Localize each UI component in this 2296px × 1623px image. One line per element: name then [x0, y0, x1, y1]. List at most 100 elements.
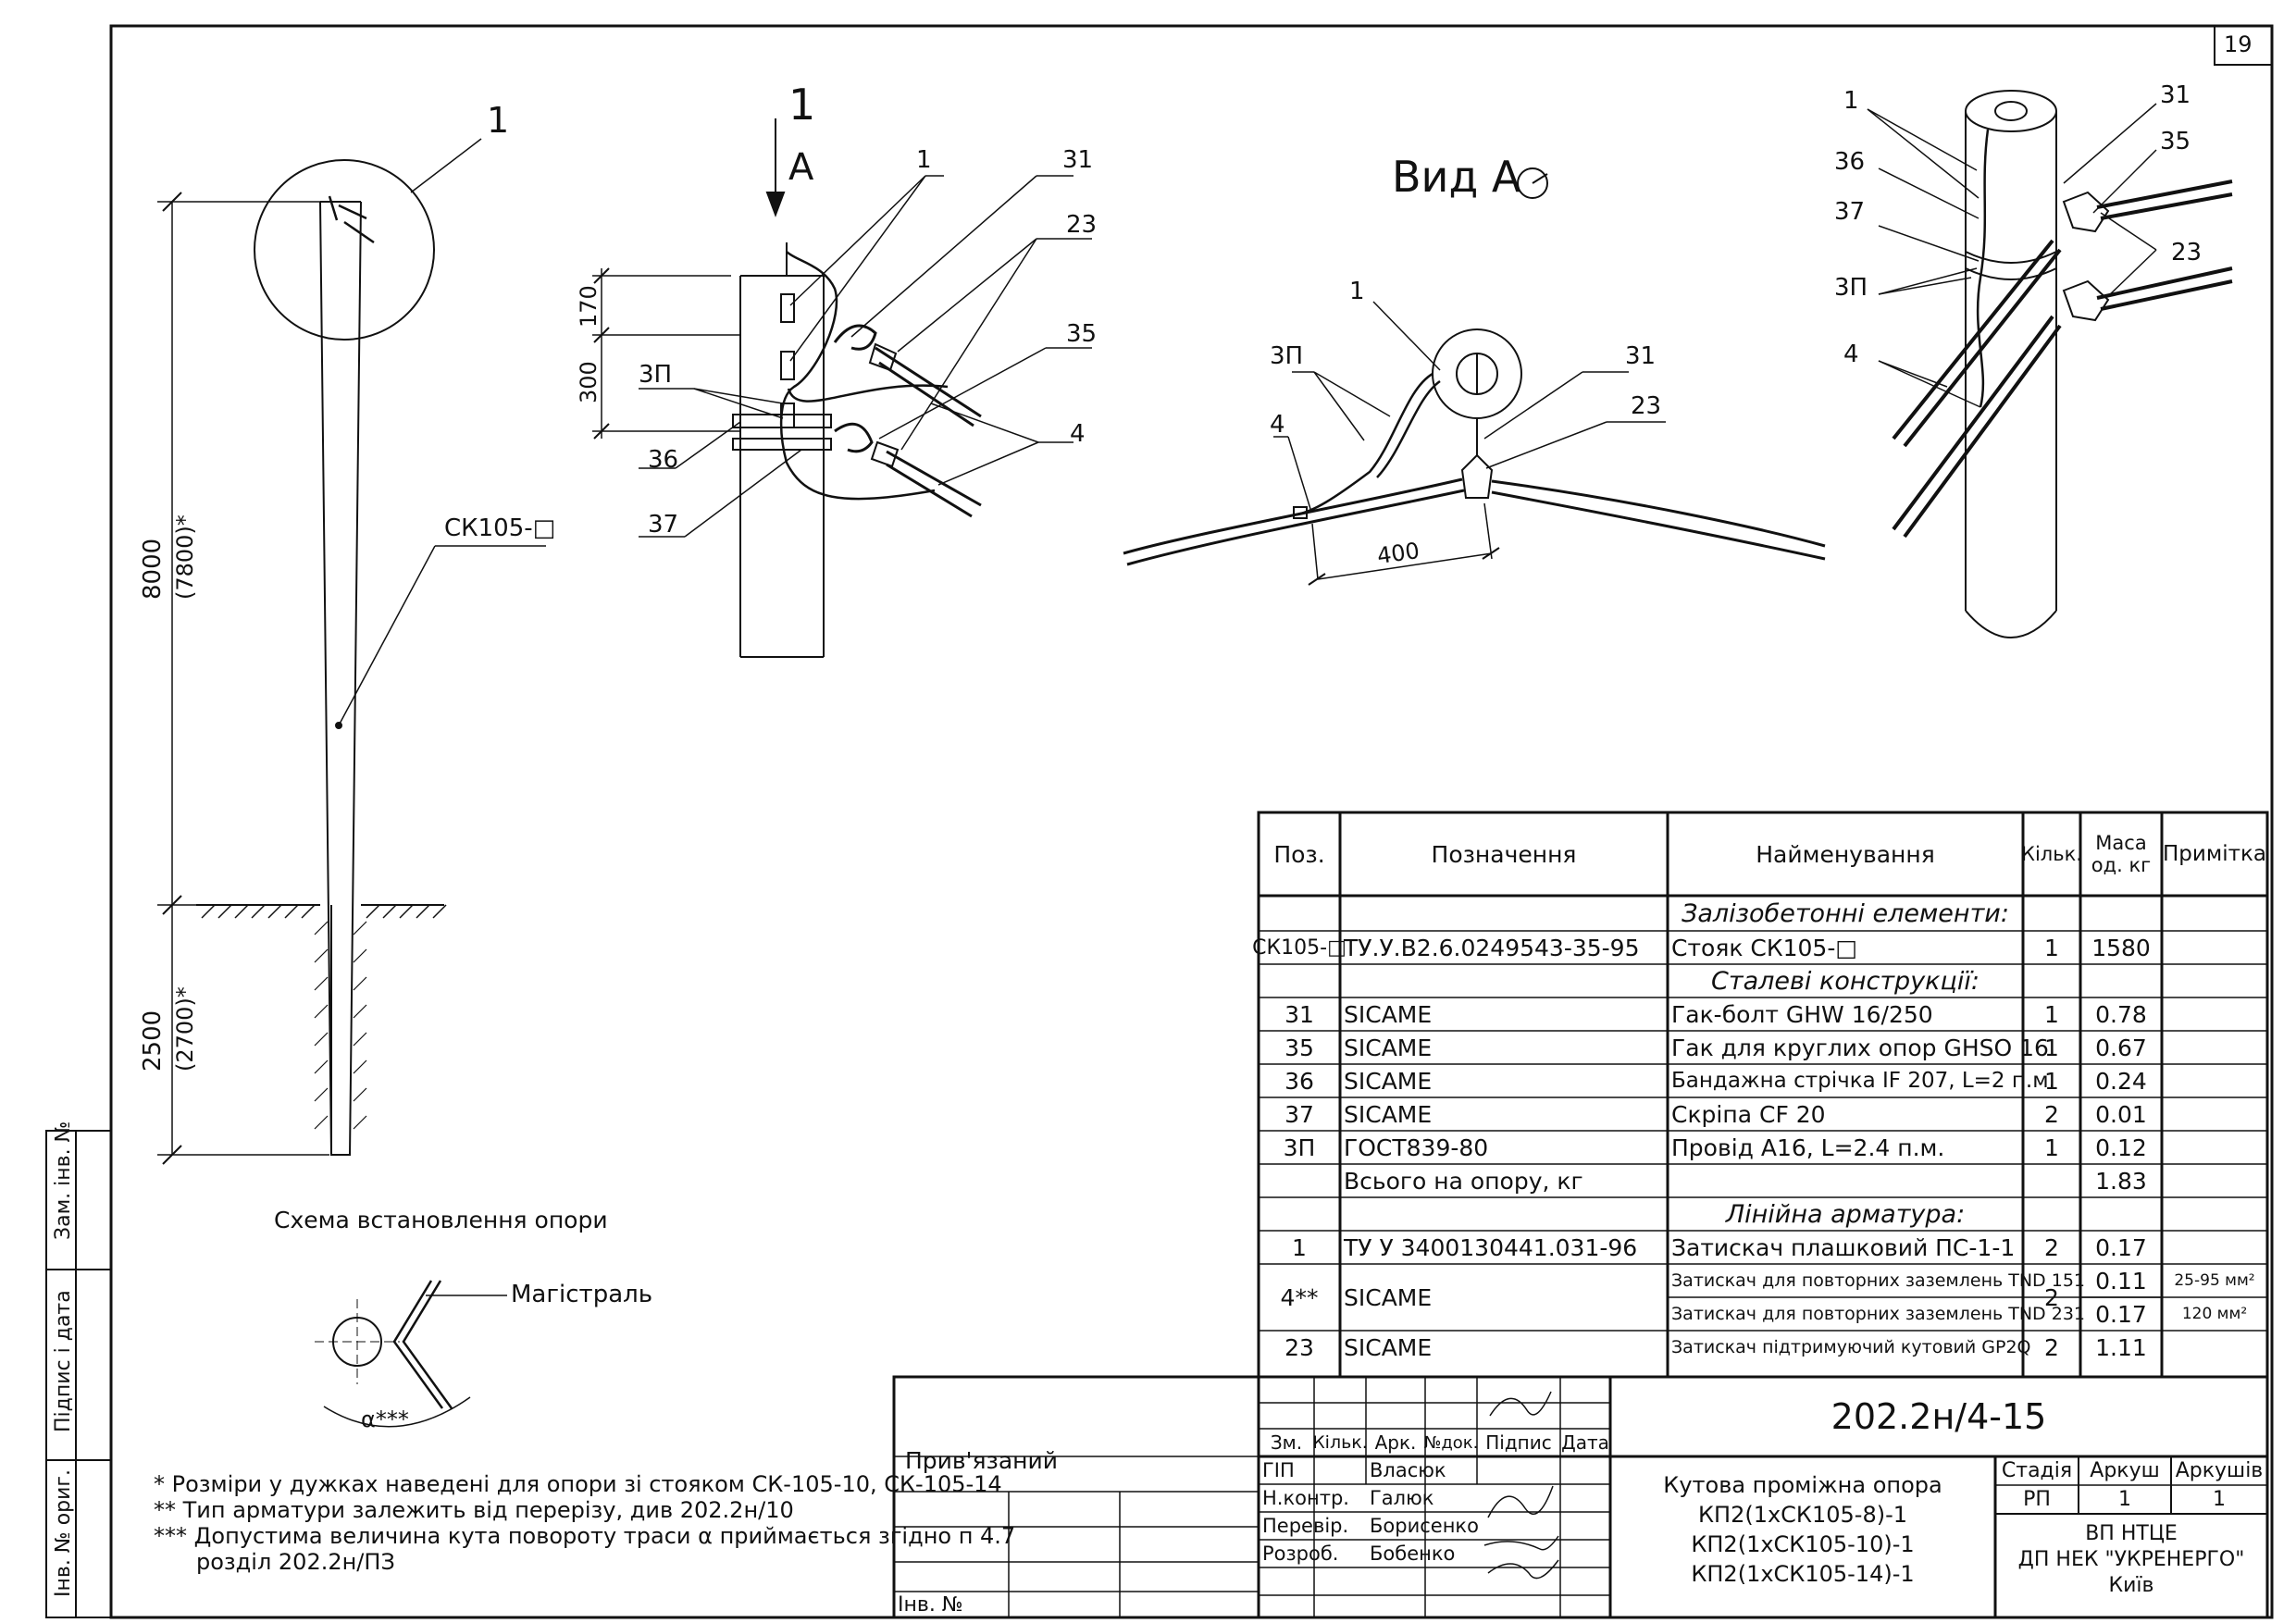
sheets-value: 1	[2213, 1488, 2226, 1511]
dim-8000: 8000	[139, 538, 167, 600]
table-cell-designation: ГОСТ839-80	[1344, 1134, 1489, 1161]
role-label: Н.контр.	[1262, 1487, 1349, 1509]
table-cell-designation: SICAME	[1344, 1283, 1433, 1311]
table-cell-pos: 37	[1285, 1100, 1314, 1128]
view-a-drawing	[1123, 167, 1826, 586]
rev-header-date: Дата	[1561, 1431, 1609, 1454]
table-cell-qty: 1	[2044, 1067, 2059, 1095]
dim-2700: (2700)*	[172, 986, 198, 1072]
table-header-qty: Кільк.	[2021, 843, 2082, 865]
table-header-designation: Позначення	[1431, 840, 1577, 868]
view-a-leader-23: 23	[1631, 392, 1662, 420]
table-header-pos: Поз.	[1273, 840, 1325, 868]
section-heading-fittings: Лінійна арматура:	[1725, 1199, 1966, 1229]
table-cell-mass: 1.11	[2095, 1333, 2147, 1361]
iso-leader-31: 31	[2160, 81, 2191, 109]
person-name: Бобенко	[1370, 1542, 1456, 1565]
iso-leader-35: 35	[2160, 128, 2191, 155]
document-code: 202.2н/4-15	[1831, 1396, 2047, 1437]
table-cell-qty: 1	[2044, 1134, 2059, 1161]
table-cell-mass: 0.01	[2095, 1100, 2147, 1128]
table-header-note: Примітка	[2163, 842, 2266, 866]
mainline-label: Магістраль	[511, 1281, 653, 1308]
section-heading-steel: Сталеві конструкції:	[1711, 966, 1980, 996]
table-cell-total-mass: 1.83	[2095, 1167, 2147, 1195]
role-label: Розроб.	[1262, 1542, 1339, 1565]
side-stamp	[45, 1130, 112, 1618]
table-cell-name: Затискач для повторних заземлень TND 151	[1671, 1270, 2085, 1291]
table-header-mass: Маса од. кг	[2091, 832, 2152, 876]
leader-31: 31	[1062, 146, 1094, 174]
inventory-label: Інв. №	[898, 1593, 963, 1617]
table-cell-qty: 1	[2044, 934, 2059, 961]
dim-2500: 2500	[139, 1010, 167, 1072]
table-cell-mass: 0.78	[2095, 1000, 2147, 1028]
leader-3p: 3П	[639, 361, 673, 389]
role-label: Перевір.	[1262, 1515, 1349, 1537]
leader-4: 4	[1070, 420, 1086, 448]
table-cell-mass: 1580	[2091, 934, 2151, 961]
table-cell-pos: 3П	[1283, 1134, 1316, 1161]
iso-leader-3p: 3П	[1834, 274, 1868, 302]
rev-header-signature: Підпис	[1485, 1431, 1552, 1454]
title-line-1: Кутова проміжна опора	[1663, 1472, 1942, 1498]
angle-label: α***	[361, 1406, 409, 1432]
table-cell-name: Затискач для повторних заземлень TND 231	[1671, 1304, 2085, 1324]
table-cell-name: Скріпа CF 20	[1671, 1100, 1826, 1128]
table-cell-qty: 1	[2044, 1034, 2059, 1061]
org-line-2: ДП НЕК "УКРЕНЕРГО"	[2017, 1547, 2245, 1571]
sheets-header: Аркушів	[2175, 1459, 2264, 1482]
table-cell-pos: СК105-□	[1252, 935, 1347, 960]
iso-leader-36: 36	[1834, 148, 1866, 176]
iso-leader-1: 1	[1843, 87, 1859, 115]
iso-leader-4: 4	[1843, 341, 1859, 368]
leader-23: 23	[1066, 211, 1098, 239]
view-arrow-number: 1	[788, 80, 816, 130]
note-2: ** Тип арматури залежить від перерізу, д…	[154, 1497, 794, 1523]
note-3-cont: розділ 202.2н/ПЗ	[196, 1549, 395, 1575]
section-heading-concrete: Залізобетонні елементи:	[1682, 898, 2009, 928]
side-stamp-replace-inv: Зам. інв. №	[52, 1121, 75, 1241]
table-cell-designation: SICAME	[1344, 1333, 1433, 1361]
table-cell-mass: 0.11	[2095, 1267, 2147, 1295]
leader-35: 35	[1066, 320, 1098, 348]
table-cell-qty: 2	[2044, 1100, 2059, 1128]
iso-leader-23: 23	[2171, 239, 2203, 266]
table-cell-name: Гак для круглих опор GHSO 16	[1671, 1034, 2049, 1061]
table-cell-note: 25-95 мм²	[2174, 1271, 2255, 1290]
view-title: Вид А	[1392, 152, 1521, 202]
table-cell-note: 120 мм²	[2181, 1305, 2248, 1323]
table-cell-mass: 0.12	[2095, 1134, 2147, 1161]
table-cell-pos: 31	[1285, 1000, 1314, 1028]
view-a-leader-4: 4	[1270, 411, 1285, 439]
stage-header: Стадія	[2001, 1459, 2073, 1482]
pole-label: СК105-□	[444, 514, 556, 542]
detail-callout-1: 1	[487, 100, 510, 141]
table-cell-qty: 1	[2044, 1000, 2059, 1028]
table-cell-qty: 2	[2044, 1333, 2059, 1361]
table-cell-name: Гак-болт GHW 16/250	[1671, 1000, 1933, 1028]
leader-36: 36	[648, 446, 679, 474]
sheet-value: 1	[2118, 1488, 2131, 1511]
rev-header-change: Зм.	[1270, 1431, 1303, 1454]
table-cell-total-label: Всього на опору, кг	[1344, 1167, 1583, 1195]
pole-scheme	[157, 138, 546, 1165]
table-cell-mass: 0.67	[2095, 1034, 2147, 1061]
person-name: Власюк	[1370, 1459, 1446, 1481]
sheet-number-box	[2214, 25, 2273, 66]
bound-label: Прив'язаний	[905, 1447, 1059, 1474]
dim-170: 170	[576, 285, 602, 328]
table-cell-name: Затискач плашковий ПС-1-1	[1671, 1233, 2016, 1261]
person-name: Галюк	[1370, 1487, 1434, 1509]
table-cell-pos: 36	[1285, 1067, 1314, 1095]
title-line-2: КП2(1хСК105-8)-1	[1697, 1502, 1908, 1528]
detail-1-drawing	[592, 118, 1092, 658]
table-cell-pos: 4**	[1280, 1283, 1319, 1311]
side-stamp-orig-inv: Інв. № ориг.	[52, 1469, 75, 1597]
person-name: Борисенко	[1370, 1515, 1479, 1537]
view-a-leader-31: 31	[1625, 342, 1657, 370]
rev-header-doc: №док.	[1423, 1432, 1479, 1453]
org-line-1: ВП НТЦЕ	[2085, 1521, 2178, 1545]
